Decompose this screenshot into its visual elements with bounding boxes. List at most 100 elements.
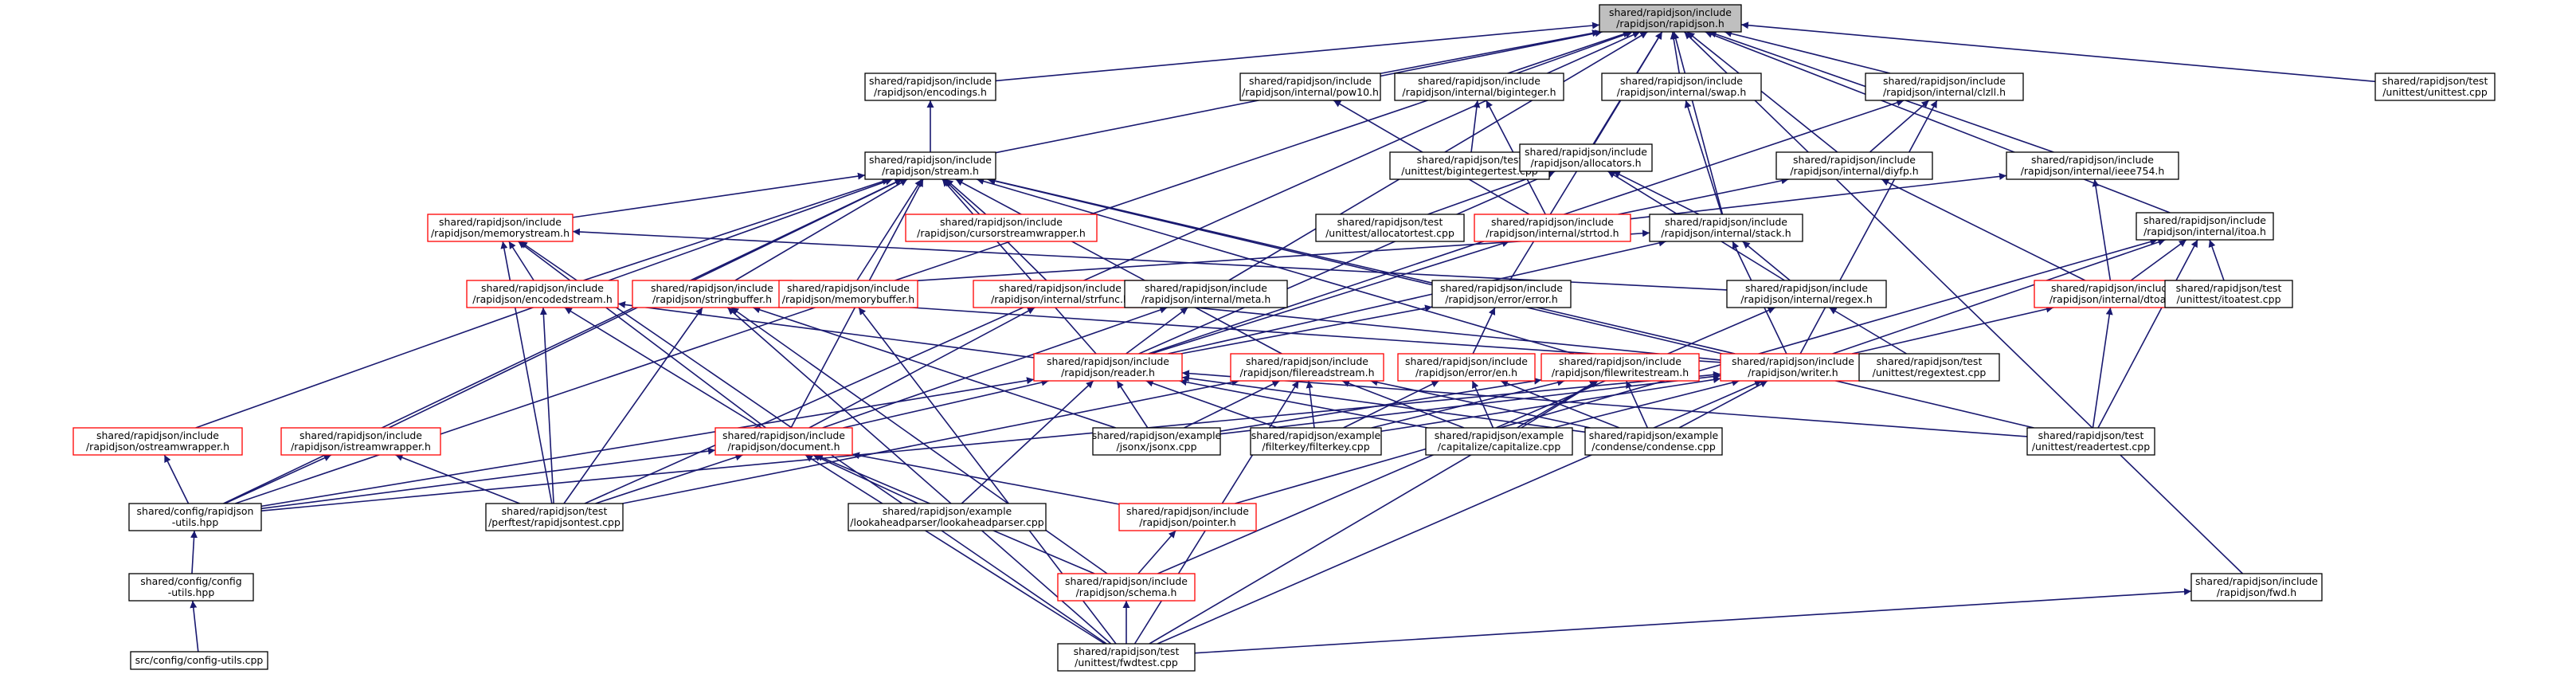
node-box[interactable] <box>1057 643 1196 672</box>
node-box[interactable] <box>1057 573 1196 602</box>
node-box[interactable] <box>714 427 853 456</box>
node-stream-h[interactable]: shared/rapidjson/include/rapidjson/strea… <box>864 151 996 180</box>
node-encodedstream-h[interactable]: shared/rapidjson/include/rapidjson/encod… <box>466 280 619 308</box>
node-pow10-h[interactable]: shared/rapidjson/include/rapidjson/inter… <box>1239 73 1381 101</box>
node-reader-h[interactable]: shared/rapidjson/include/rapidjson/reade… <box>1033 353 1183 382</box>
edge-encodedstream_h-to-stream_h <box>583 178 890 281</box>
node-cursorstreamwrapper-h[interactable]: shared/rapidjson/include/rapidjson/curso… <box>905 214 1098 242</box>
node-box[interactable] <box>1865 73 2024 101</box>
node-lookaheadparser-cpp[interactable]: shared/rapidjson/example/lookaheadparser… <box>848 503 1047 531</box>
node-memorybuffer-h[interactable]: shared/rapidjson/include/rapidjson/memor… <box>778 280 918 308</box>
node-box[interactable] <box>1394 73 1564 101</box>
node-box[interactable] <box>2136 212 2274 241</box>
node-regextest-cpp[interactable]: shared/rapidjson/test/unittest/regextest… <box>1858 353 2000 382</box>
edge-perftest_cpp-to-stringbuffer_h <box>563 307 703 504</box>
node-box[interactable] <box>864 151 996 180</box>
node-box[interactable] <box>485 503 624 531</box>
node-encodings-h[interactable]: shared/rapidjson/include/rapidjson/encod… <box>864 73 996 101</box>
node-box[interactable] <box>1118 503 1257 531</box>
node-box[interactable] <box>1519 143 1653 172</box>
node-diyfp-h[interactable]: shared/rapidjson/include/rapidjson/inter… <box>1775 151 1933 180</box>
node-jsonx-cpp[interactable]: shared/rapidjson/example/jsonx/jsonx.cpp <box>1092 427 1222 456</box>
node-box[interactable] <box>2164 280 2293 308</box>
node-stringbuffer-h[interactable]: shared/rapidjson/include/rapidjson/strin… <box>632 280 793 308</box>
node-meta-h[interactable]: shared/rapidjson/include/rapidjson/inter… <box>1124 280 1288 308</box>
node-strtod-h[interactable]: shared/rapidjson/include/rapidjson/inter… <box>1474 214 1631 242</box>
node-box[interactable] <box>1425 427 1573 456</box>
node-en-h[interactable]: shared/rapidjson/include/rapidjson/error… <box>1397 353 1536 382</box>
node-schema-h[interactable]: shared/rapidjson/include/rapidjson/schem… <box>1057 573 1196 602</box>
node-box[interactable] <box>1649 214 1803 242</box>
node-box[interactable] <box>1033 353 1183 382</box>
node-box[interactable] <box>1726 280 1887 308</box>
node-box[interactable] <box>905 214 1098 242</box>
node-unittest-cpp[interactable]: shared/rapidjson/test/unittest/unittest.… <box>2374 73 2496 101</box>
node-label-line: /rapidjson/memorybuffer.h <box>782 293 914 305</box>
node-strfunc-h[interactable]: shared/rapidjson/include/rapidjson/inter… <box>973 280 1148 308</box>
node-writer-h[interactable]: shared/rapidjson/include/rapidjson/write… <box>1720 353 1866 382</box>
node-fwdtest-cpp[interactable]: shared/rapidjson/test/unittest/fwdtest.c… <box>1057 643 1196 672</box>
node-box[interactable] <box>72 427 243 456</box>
node-perftest-cpp[interactable]: shared/rapidjson/test/perftest/rapidjson… <box>485 503 624 531</box>
node-swap-h[interactable]: shared/rapidjson/include/rapidjson/inter… <box>1601 73 1762 101</box>
node-box[interactable] <box>1315 214 1465 242</box>
node-box[interactable] <box>2374 73 2496 101</box>
node-box[interactable] <box>864 73 996 101</box>
node-box[interactable] <box>130 651 268 670</box>
node-filereadstream-h[interactable]: shared/rapidjson/include/rapidjson/filer… <box>1230 353 1384 382</box>
node-box[interactable] <box>1092 427 1221 456</box>
node-box[interactable] <box>128 503 262 531</box>
node-fwd-h[interactable]: shared/rapidjson/include/rapidjson/fwd.h <box>2190 573 2323 602</box>
node-box[interactable] <box>427 214 574 242</box>
node-box[interactable] <box>1431 280 1572 308</box>
node-box[interactable] <box>1601 73 1762 101</box>
node-box[interactable] <box>1397 353 1536 382</box>
node-config-rapidjson-utils-hpp[interactable]: shared/config/rapidjson-utils.hpp <box>128 503 262 531</box>
node-document-h[interactable]: shared/rapidjson/include/rapidjson/docum… <box>714 427 853 456</box>
node-error-h[interactable]: shared/rapidjson/include/rapidjson/error… <box>1431 280 1572 308</box>
node-rapidjson-h[interactable]: shared/rapidjson/include/rapidjson/rapid… <box>1599 4 1742 33</box>
node-dtoa-h[interactable]: shared/rapidjson/include/rapidjson/inter… <box>2034 280 2191 308</box>
node-capitalize-cpp[interactable]: shared/rapidjson/example/capitalize/capi… <box>1425 427 1573 456</box>
node-box[interactable] <box>128 573 254 602</box>
node-istreamwrapper-h[interactable]: shared/rapidjson/include/rapidjson/istre… <box>280 427 441 456</box>
node-pointer-h[interactable]: shared/rapidjson/include/rapidjson/point… <box>1118 503 1257 531</box>
node-itoa-h[interactable]: shared/rapidjson/include/rapidjson/inter… <box>2136 212 2274 241</box>
node-config-utils-hpp[interactable]: shared/config/config-utils.hpp <box>128 573 254 602</box>
node-box[interactable] <box>1124 280 1288 308</box>
node-regex-h[interactable]: shared/rapidjson/include/rapidjson/inter… <box>1726 280 1887 308</box>
edge-reader_h-to-allocators_h <box>1138 170 1556 355</box>
node-box[interactable] <box>848 503 1047 531</box>
node-box[interactable] <box>1474 214 1631 242</box>
node-box[interactable] <box>1775 151 1933 180</box>
node-allocatortest-cpp[interactable]: shared/rapidjson/test/unittest/allocator… <box>1315 214 1465 242</box>
node-filterkey-cpp[interactable]: shared/rapidjson/example/filterkey/filte… <box>1250 427 1382 456</box>
node-box[interactable] <box>1584 427 1723 456</box>
node-clzll-h[interactable]: shared/rapidjson/include/rapidjson/inter… <box>1865 73 2024 101</box>
node-box[interactable] <box>1720 353 1866 382</box>
node-config-utils-cpp[interactable]: src/config/config-utils.cpp <box>130 651 268 670</box>
node-ieee754-h[interactable]: shared/rapidjson/include/rapidjson/inter… <box>2006 151 2179 180</box>
node-label-line: src/config/config-utils.cpp <box>135 654 264 666</box>
node-box[interactable] <box>778 280 918 308</box>
node-readertest-cpp[interactable]: shared/rapidjson/test/unittest/readertes… <box>2026 427 2155 456</box>
node-box[interactable] <box>1599 4 1742 33</box>
node-box[interactable] <box>2190 573 2323 602</box>
node-box[interactable] <box>2006 151 2179 180</box>
node-filewritestream-h[interactable]: shared/rapidjson/include/rapidjson/filew… <box>1541 353 1700 382</box>
node-biginteger-h[interactable]: shared/rapidjson/include/rapidjson/inter… <box>1394 73 1564 101</box>
node-condense-cpp[interactable]: shared/rapidjson/example/condense/conden… <box>1584 427 1723 456</box>
node-box[interactable] <box>280 427 441 456</box>
node-box[interactable] <box>1541 353 1700 382</box>
node-box[interactable] <box>1250 427 1382 456</box>
node-box[interactable] <box>1230 353 1384 382</box>
node-allocators-h[interactable]: shared/rapidjson/include/rapidjson/alloc… <box>1519 143 1653 172</box>
node-box[interactable] <box>1239 73 1381 101</box>
node-box[interactable] <box>466 280 619 308</box>
node-ostreamwrapper-h[interactable]: shared/rapidjson/include/rapidjson/ostre… <box>72 427 243 456</box>
node-memorystream-h[interactable]: shared/rapidjson/include/rapidjson/memor… <box>427 214 574 242</box>
node-box[interactable] <box>2026 427 2155 456</box>
node-stack-h[interactable]: shared/rapidjson/include/rapidjson/inter… <box>1649 214 1803 242</box>
node-box[interactable] <box>1858 353 2000 382</box>
node-itoatest-cpp[interactable]: shared/rapidjson/test/unittest/itoatest.… <box>2164 280 2293 308</box>
